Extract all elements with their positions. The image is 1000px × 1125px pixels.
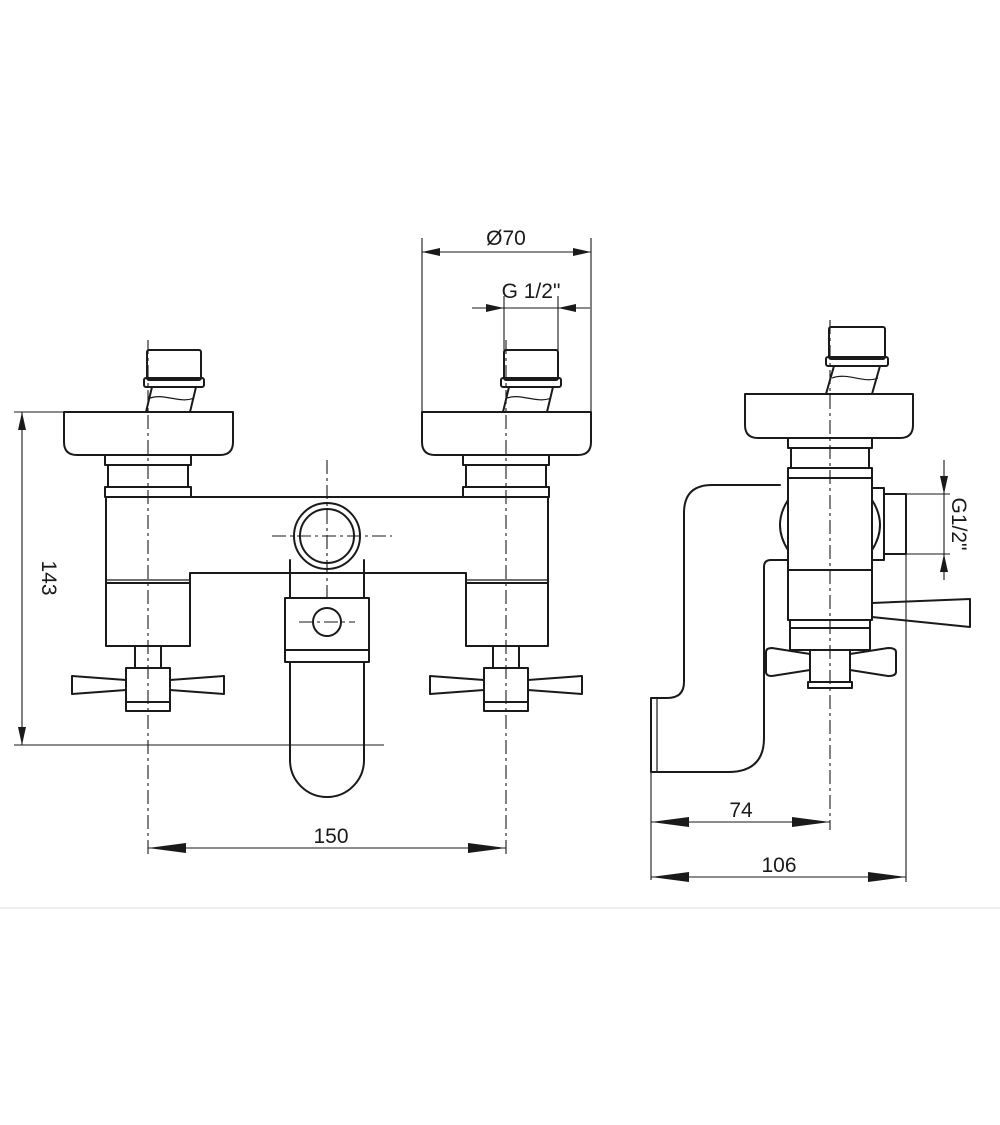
height-label: 143 [37,560,60,595]
height-dimension: 143 [14,411,384,746]
side-cover-flange [744,393,914,439]
thread-top-label: G 1/2" [502,280,561,303]
centers-label: 150 [313,825,348,848]
diameter-label: Ø70 [486,227,526,250]
projection-dimension: 74 [650,772,830,880]
depth-label: 106 [761,854,796,877]
left-cover-flange [63,411,234,456]
right-valve-housing [465,582,549,647]
side-lever-handle [871,598,971,628]
diameter-dimension: Ø70 [421,227,592,412]
right-cover-flange [421,411,592,456]
thread-side-dimension: G1/2" [906,460,970,580]
front-view [63,340,592,855]
left-valve-housing [105,582,191,647]
thread-side-label: G1/2" [947,498,970,551]
projection-label: 74 [729,799,753,822]
centers-dimension: 150 [148,825,506,853]
side-spout [650,484,789,773]
right-inlet-connector [500,349,562,413]
side-outlet [871,487,907,561]
side-inlet-connector [825,326,889,395]
left-inlet-connector [143,349,205,413]
depth-dimension: 106 [651,554,907,882]
thread-top-dimension: G 1/2" [472,280,590,350]
side-cross-handle [765,619,897,689]
side-view [650,320,971,830]
